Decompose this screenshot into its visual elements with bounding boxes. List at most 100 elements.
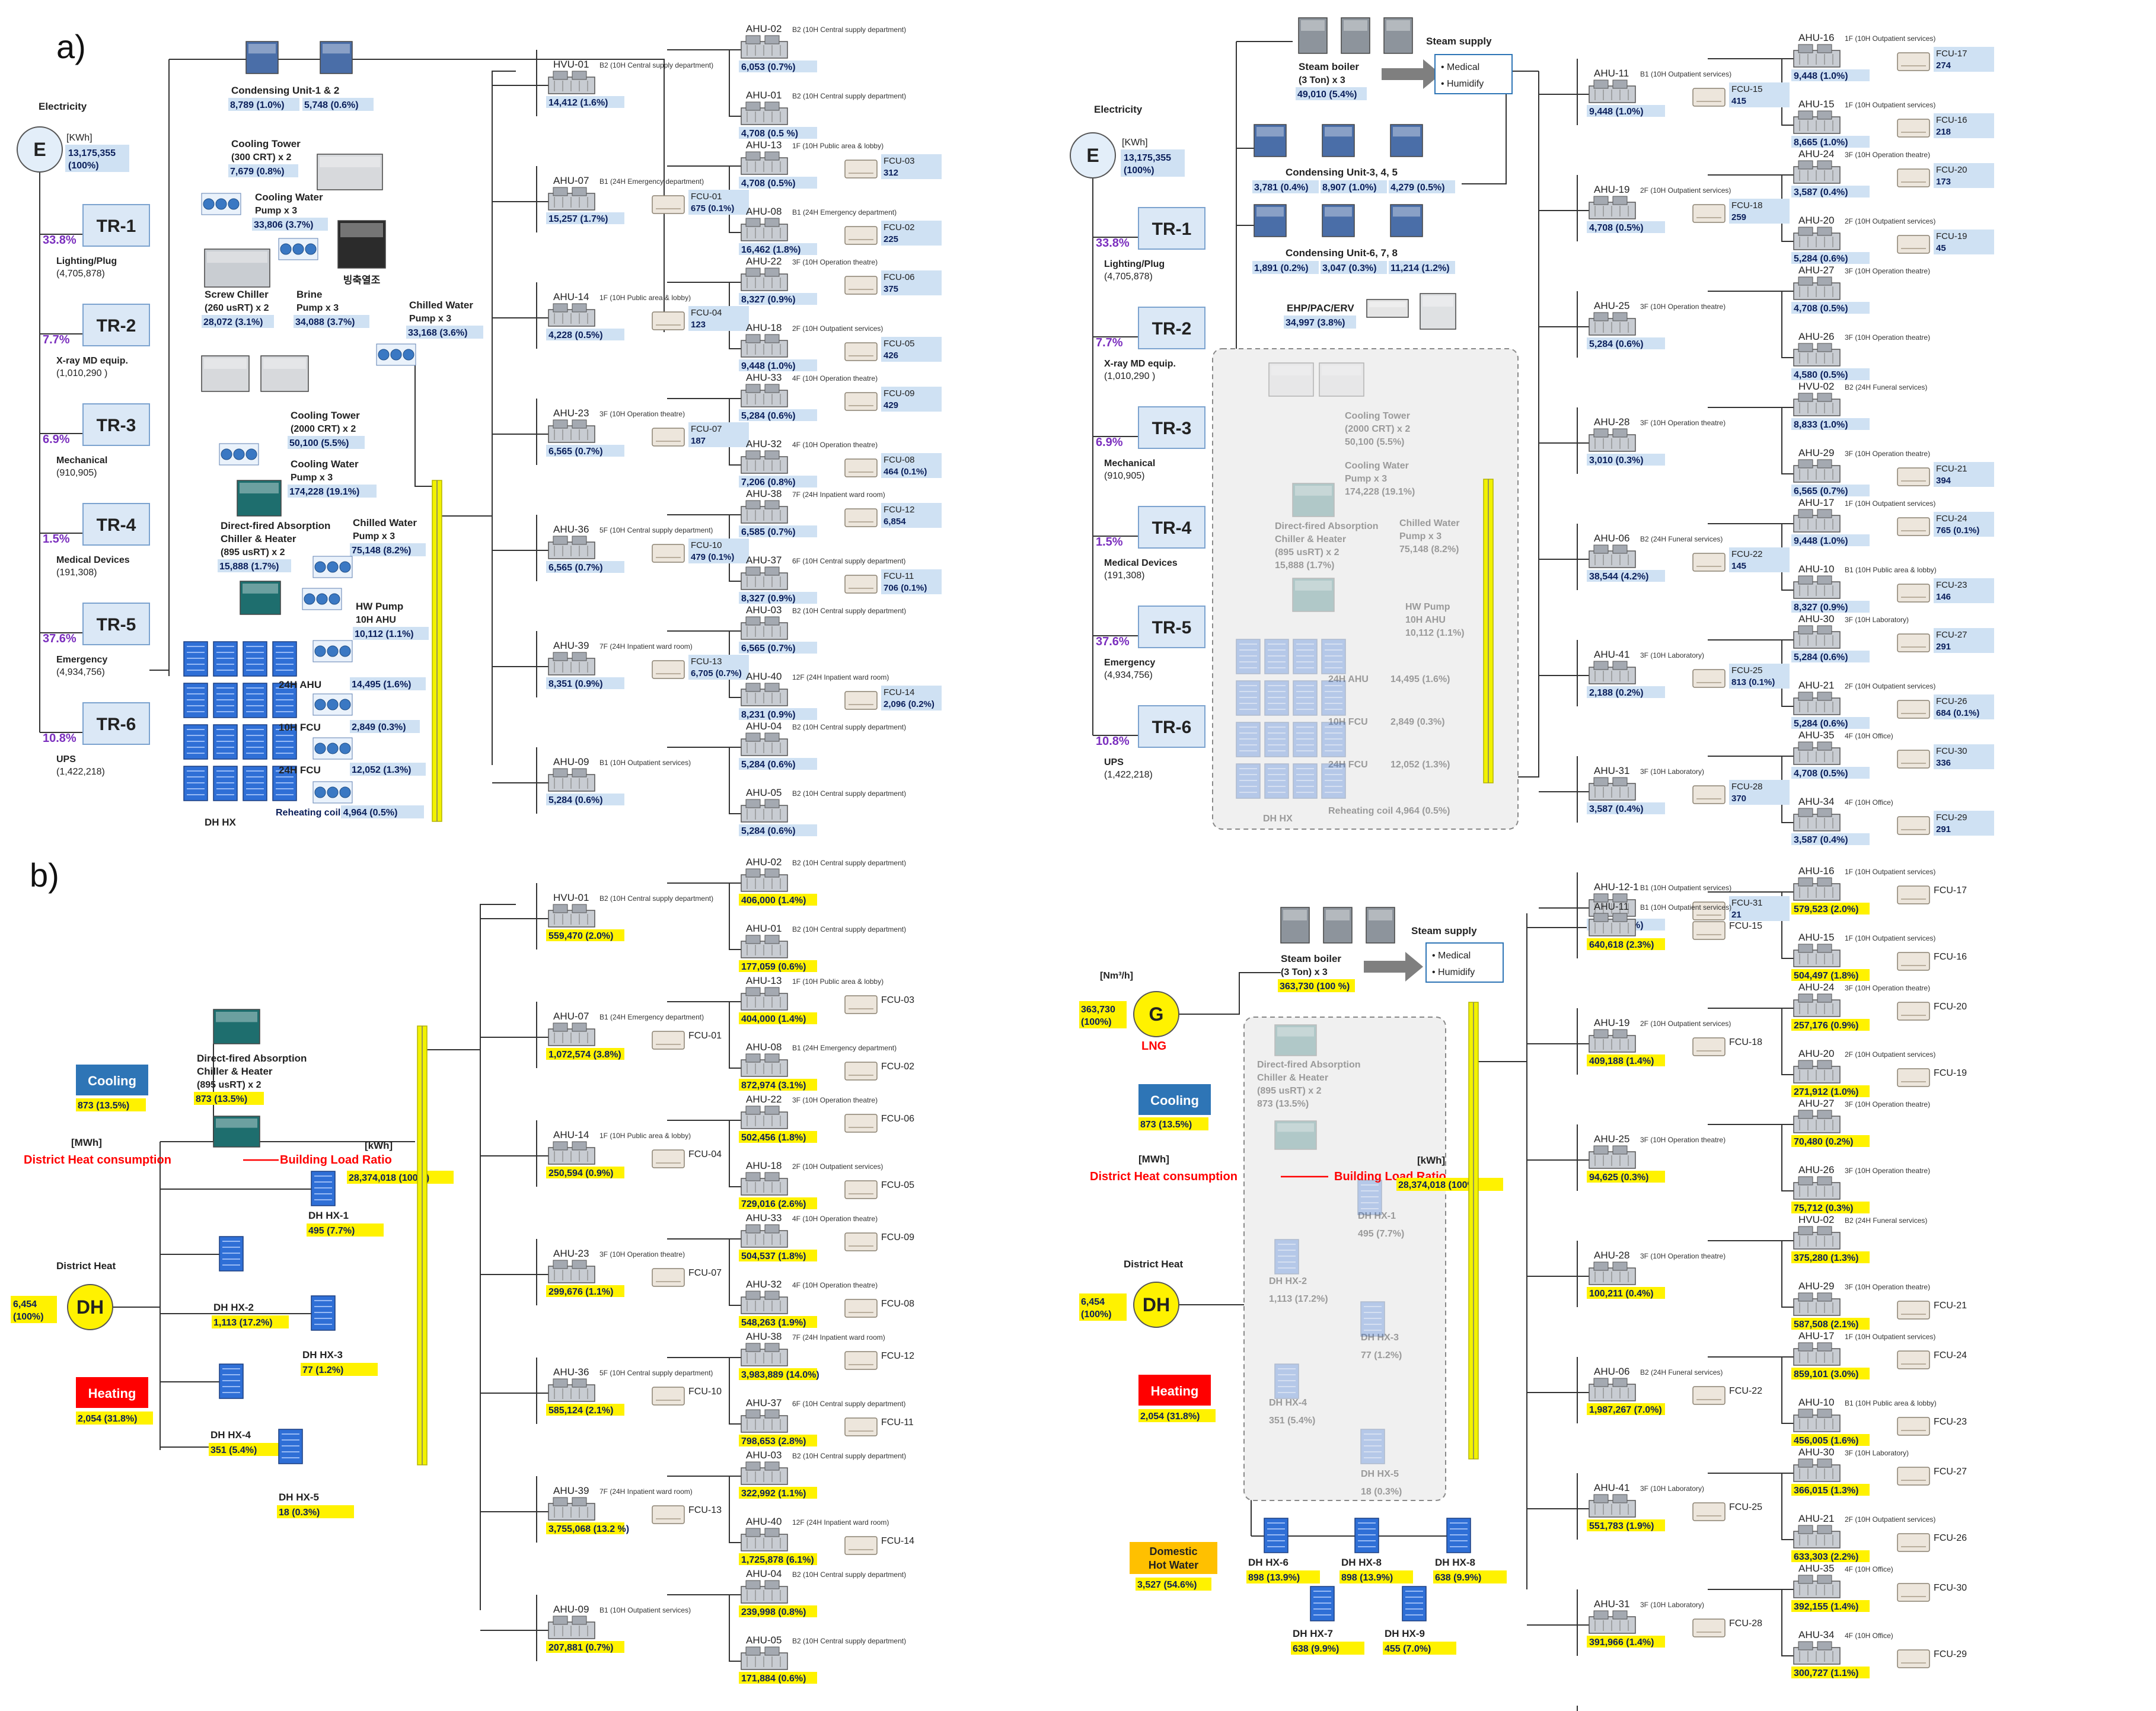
fcu-icon bbox=[1692, 901, 1726, 920]
unit-value-highlight bbox=[1791, 1135, 1870, 1147]
unit-name: AHU-36 bbox=[553, 524, 589, 535]
unit-value-highlight bbox=[1587, 221, 1665, 233]
unit-value: 406,000 (1.4%) bbox=[741, 896, 806, 906]
ahu-icon bbox=[741, 1224, 788, 1248]
cooling-value: 873 (13.5%) bbox=[1140, 1120, 1192, 1130]
chwp2-highlight bbox=[350, 543, 426, 556]
fcu-highlight bbox=[881, 387, 942, 412]
fcu-icon bbox=[1897, 1583, 1930, 1602]
unit-value: 587,508 (2.1%) bbox=[1794, 1320, 1858, 1330]
unit-desc: B1 (10H Outpatient services) bbox=[1640, 884, 1731, 892]
fcu-icon bbox=[652, 1387, 685, 1406]
transformer-value: (4,934,756) bbox=[56, 667, 105, 677]
cooling-tower-2-sub: (2000 CRT) x 2 bbox=[291, 424, 356, 434]
fcu-value: 123 bbox=[691, 320, 706, 330]
fcu-name: FCU-10 bbox=[688, 1387, 722, 1397]
unit-value-highlight bbox=[1587, 1287, 1665, 1299]
unit-desc: 6F (10H Central supply department) bbox=[792, 557, 905, 565]
unit-value: 70,480 (0.2%) bbox=[1794, 1137, 1854, 1147]
unit-value-highlight bbox=[739, 476, 817, 488]
boiler-highlight bbox=[1278, 979, 1355, 992]
transformer-pct: 37.6% bbox=[43, 632, 76, 645]
hw-pump-label: HW Pump bbox=[356, 601, 403, 612]
ghost-cooling-tower-icon bbox=[1268, 362, 1314, 397]
unit-value-highlight bbox=[739, 1197, 817, 1209]
transformer-value: (191,308) bbox=[56, 568, 97, 578]
cwp2-highlight bbox=[288, 485, 377, 498]
transformer-value: (191,308) bbox=[1104, 571, 1145, 581]
unit-name: AHU-07 bbox=[553, 175, 589, 186]
unit-desc: B2 (10H Central supply department) bbox=[792, 1570, 906, 1579]
ahu-icon bbox=[1589, 1378, 1636, 1401]
unit-name: AHU-04 bbox=[746, 721, 782, 732]
hx-value: 351 (5.4%) bbox=[211, 1445, 257, 1455]
ahu-icon bbox=[1589, 1494, 1636, 1518]
fcu-name: FCU-30 bbox=[1934, 1583, 1967, 1593]
unit-desc: 4F (10H Office) bbox=[1845, 732, 1893, 740]
unit-name: AHU-25 bbox=[1594, 300, 1629, 311]
unit-desc: 4F (10H Office) bbox=[1845, 1632, 1893, 1640]
fcu-name: FCU-14 bbox=[884, 687, 915, 697]
steam-supply-box bbox=[1434, 54, 1513, 94]
ghost-label: 75,148 (8.2%) bbox=[1399, 544, 1459, 555]
unit-desc: 3F (10H Operation theatre) bbox=[1845, 333, 1930, 342]
g-line bbox=[1179, 972, 1281, 1015]
unit-value-highlight bbox=[1791, 969, 1870, 981]
fcu-value: 291 bbox=[1936, 642, 1951, 652]
fcu-name: FCU-21 bbox=[1934, 1301, 1967, 1311]
heat-exchanger-icon bbox=[243, 683, 267, 718]
unit-value: 9,448 (1.0%) bbox=[1794, 71, 1848, 81]
unit-desc: 3F (10H Operation theatre) bbox=[792, 1096, 878, 1104]
ahu24-label: 24H AHU bbox=[279, 679, 321, 690]
unit-value: 5,284 (0.6%) bbox=[741, 760, 796, 770]
dh-label: District Heat bbox=[56, 1260, 116, 1272]
unit-name: AHU-11 bbox=[1594, 68, 1629, 79]
unit-value-highlight bbox=[546, 445, 624, 457]
ahu-icon bbox=[1793, 110, 1841, 134]
ahu-icon bbox=[1793, 1409, 1841, 1432]
unit-name: AHU-22 bbox=[746, 256, 782, 267]
unit-desc: B1 (24H Emergency department) bbox=[599, 1013, 704, 1021]
ahu-icon bbox=[1589, 661, 1636, 684]
fcu-icon bbox=[844, 1299, 878, 1318]
district-heat-source-label: DH bbox=[1143, 1294, 1170, 1315]
unit-name: AHU-37 bbox=[746, 555, 782, 566]
fcu-icon bbox=[844, 1536, 878, 1555]
unit-value-highlight bbox=[1791, 1251, 1870, 1263]
ghost-label: HW Pump bbox=[1405, 602, 1450, 612]
fcu-value: 765 (0.1%) bbox=[1936, 525, 1979, 536]
chilled-water-pump-2-sub: Pump x 3 bbox=[353, 531, 395, 541]
heat-exchanger-icon bbox=[272, 724, 297, 760]
cooling-tower-1-value: 7,679 (0.8%) bbox=[230, 167, 285, 177]
unit-value: 94,625 (0.3%) bbox=[1589, 1172, 1649, 1183]
ghost-label: DH HX-1 bbox=[1358, 1211, 1396, 1221]
fcu-name: FCU-26 bbox=[1936, 696, 1967, 706]
source-pct: (100%) bbox=[1124, 165, 1154, 176]
hx-highlight bbox=[1383, 1642, 1456, 1655]
fcu-name: FCU-20 bbox=[1934, 1002, 1967, 1012]
ahu-icon bbox=[548, 419, 595, 443]
hx-value: 638 (9.9%) bbox=[1435, 1573, 1481, 1583]
chilled-water-pump-1-sub: Pump x 3 bbox=[409, 314, 451, 324]
fcu-icon bbox=[1897, 584, 1930, 603]
cooling-tower-icon bbox=[317, 154, 383, 190]
screw-chiller-value: 28,072 (3.1%) bbox=[203, 317, 263, 327]
unit-value: 4,708 (0.5%) bbox=[1589, 223, 1644, 233]
unit-desc: 3F (10H Laboratory) bbox=[1845, 1449, 1909, 1457]
hx-name: DH HX-1 bbox=[308, 1210, 349, 1221]
ahu-icon bbox=[1589, 893, 1636, 917]
hx-highlight bbox=[212, 1315, 289, 1328]
ahu-icon bbox=[741, 1461, 788, 1485]
unit-value: 100,211 (0.4%) bbox=[1589, 1289, 1654, 1299]
unit-value: 171,884 (0.6%) bbox=[741, 1674, 806, 1684]
unit-name: AHU-15 bbox=[1798, 98, 1834, 110]
ghost-absorption-icon bbox=[1292, 578, 1335, 612]
